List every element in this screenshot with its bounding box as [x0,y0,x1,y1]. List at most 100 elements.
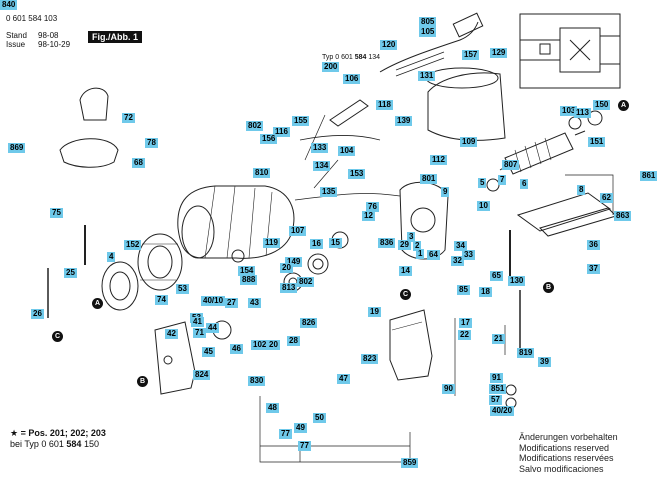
part-callout: 116 [273,127,290,137]
part-callout: 65 [490,271,503,281]
part-callout: 830 [248,376,266,386]
part-callout: 22 [458,330,471,340]
part-callout: 134 [313,161,331,171]
part-callout: 819 [517,348,535,358]
part-callout: 85 [457,285,470,295]
gear-housing [399,181,449,260]
disclaimer-line: Salvo modificaciones [519,463,604,474]
part-callout: 2 [413,241,422,251]
issue-label: Issue [6,40,26,49]
footnote-positions: 201; 202; 203 [49,428,106,438]
part-callout: 7 [498,175,507,185]
part-callout: 15 [329,238,342,248]
part-callout: 139 [395,116,413,126]
footnote: ★ = Pos. 201; 202; 203 bei Typ 0 601 584… [10,428,106,450]
stand-label: Stand [6,31,27,40]
lower-housing [389,309,433,381]
footnote-typ-prefix: bei Typ 0 601 [10,439,64,449]
typ-note: Typ 0 601 584 134 [322,54,380,61]
part-callout: 53 [176,284,189,294]
part-callout: 44 [206,323,219,333]
part-callout: 26 [31,309,44,319]
spring-left [47,225,86,318]
part-callout: 46 [230,344,243,354]
part-callout: 109 [460,137,478,147]
part-callout: 57 [489,395,502,405]
part-callout: 47 [337,374,350,384]
part-callout: 104 [338,146,356,156]
part-callout: 43 [248,298,261,308]
footnote-typ-suffix: 150 [83,439,99,449]
power-cord [379,12,484,77]
part-callout: 107 [289,226,307,236]
part-callout: 17 [459,318,472,328]
part-callout: 813 [280,283,298,293]
blade-rod [509,230,521,350]
part-callout: 18 [479,287,492,297]
part-callout: 20 [280,263,293,273]
part-callout: 3 [407,232,416,242]
part-callout: 131 [418,71,436,81]
part-callout: 77 [298,441,311,451]
part-callout: 28 [287,336,300,346]
part-callout: 153 [348,169,366,179]
part-callout: 75 [50,208,63,218]
part-callout: 102 [251,340,269,350]
part-callout: 91 [490,373,503,383]
part-callout: 12 [362,211,375,221]
part-callout: 36 [587,240,600,250]
bracket-lines [259,114,614,463]
disclaimer: Änderungen vorbehalten Modifications res… [519,432,618,474]
part-callout: 21 [492,334,505,344]
disclaimer-line: Modifications reservées [519,453,614,463]
disclaimer-line: Änderungen vorbehalten [519,432,618,442]
part-callout: 805 [419,17,437,27]
part-callout: 76 [366,202,379,212]
part-callout: 103 [560,106,578,116]
part-callout: 824 [193,370,211,380]
part-callout: 37 [587,264,600,274]
part-callout: 802 [297,277,315,287]
part-callout: 20 [267,340,280,350]
part-number: 0 601 584 103 [6,14,58,23]
part-callout: 112 [430,155,447,165]
reference-marker: A [618,100,629,111]
part-callout: 33 [462,250,475,260]
part-callout: 200 [322,62,340,72]
part-callout: 154 [238,266,256,276]
part-callout: 40/10 [201,296,226,306]
part-callout: 836 [378,238,396,248]
part-callout: 863 [614,211,632,221]
part-callout: 49 [294,423,307,433]
part-callout: 851 [489,384,507,394]
part-callout: 135 [320,187,338,197]
part-callout: 41 [191,317,204,327]
reference-marker: C [400,289,411,300]
part-callout: 39 [538,357,551,367]
stator [137,233,183,291]
part-callout: 78 [145,138,158,148]
part-callout: 90 [442,384,455,394]
part-callout: 156 [260,134,278,144]
part-callout: 29 [398,240,411,250]
reference-marker: B [137,376,148,387]
fan-ring [101,261,139,311]
side-cover [154,321,196,395]
reference-marker: C [52,331,63,342]
part-callout: 4 [107,252,116,262]
part-callout: 74 [155,295,168,305]
footnote-pos-label: = Pos. [20,428,48,438]
disclaimer-line: Modifications reserved [519,442,610,453]
part-callout: 10 [477,201,490,211]
cylinder-cover [425,67,506,141]
part-callout: 149 [285,257,303,267]
part-callout: 826 [300,318,318,328]
part-callout: 810 [253,168,271,178]
part-callout: 823 [361,354,379,364]
part-callout: 6 [520,179,529,189]
part-callout: 42 [165,329,178,339]
part-callout: 157 [462,50,480,60]
part-callout: 130 [508,276,526,286]
